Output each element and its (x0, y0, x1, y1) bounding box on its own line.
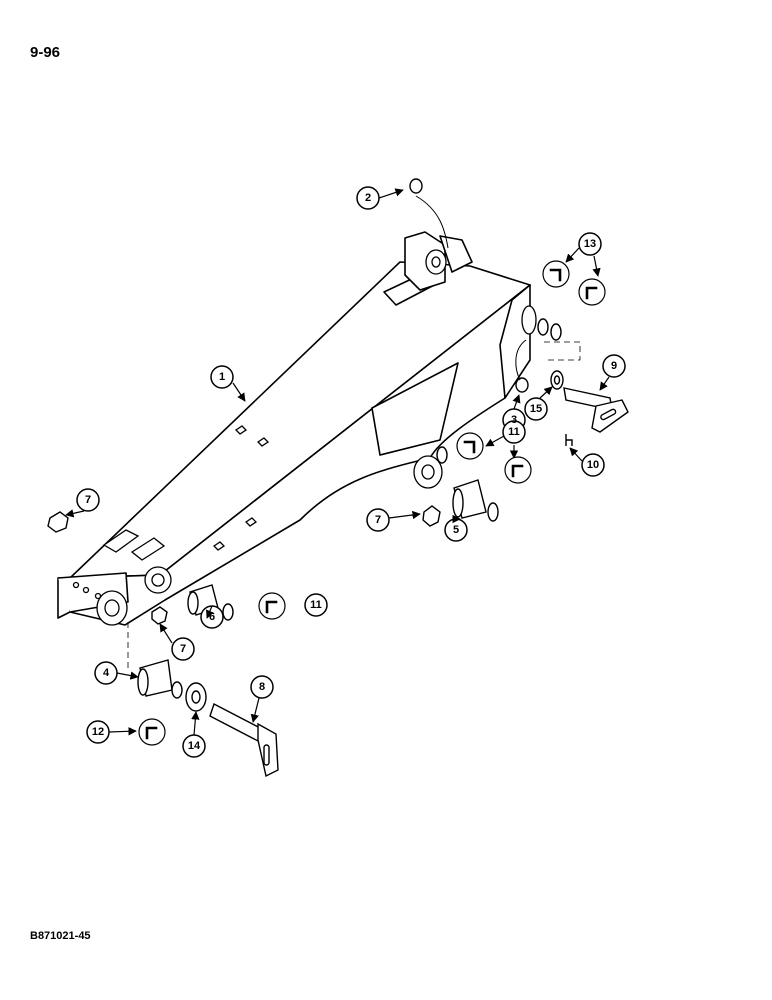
callout-15: 15 (530, 403, 542, 415)
callout-14: 14 (188, 740, 201, 752)
callout-11b: 11 (310, 599, 322, 611)
callout-3: 3 (511, 414, 517, 426)
boom-arm (57, 231, 531, 626)
callout-13: 13 (584, 238, 596, 250)
callout-8: 8 (259, 681, 265, 693)
callout-1: 1 (219, 371, 225, 383)
callout-11a: 11 (508, 426, 520, 438)
callout-7c: 7 (180, 643, 186, 655)
callout-12: 12 (92, 726, 104, 738)
callout-7b: 7 (375, 514, 381, 526)
callout-5: 5 (453, 524, 459, 536)
callout-9: 9 (611, 360, 617, 372)
callout-4: 4 (103, 667, 110, 679)
page-number: 9-96 (30, 44, 61, 61)
callout-10: 10 (587, 459, 599, 471)
callout-2: 2 (365, 192, 371, 204)
figure-code: B871021-45 (30, 930, 91, 942)
callout-6: 6 (209, 611, 215, 623)
callout-7a: 7 (85, 494, 91, 506)
